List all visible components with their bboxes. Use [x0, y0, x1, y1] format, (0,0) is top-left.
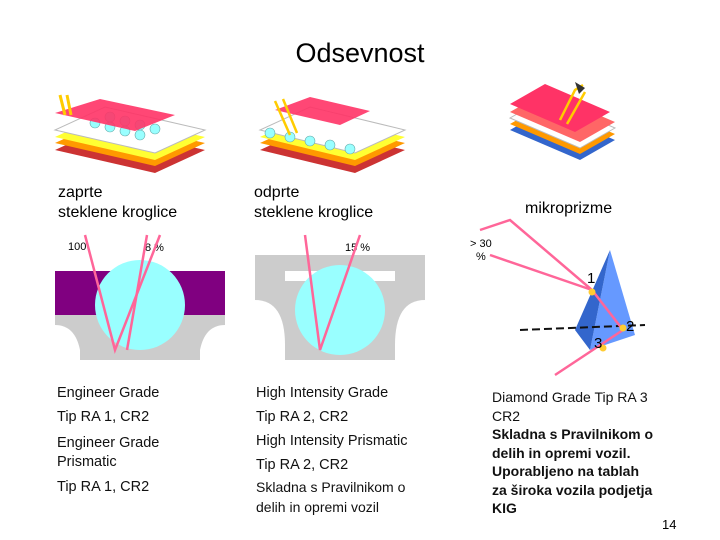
- col1-desc-line1: Engineer Grade: [57, 385, 160, 401]
- col3-desc-line4: delih in opremi vozil.: [492, 444, 631, 461]
- col1-header-line1: zaprte: [58, 184, 103, 201]
- page-number: 14: [662, 517, 677, 532]
- col1-desc-line3: Engineer Grade: [57, 435, 160, 451]
- col2-desc-line3: High Intensity Prismatic: [256, 433, 408, 449]
- col3-desc-line2: CR2: [492, 407, 521, 424]
- col1-desc-line2: Tip RA 1, CR2: [57, 409, 150, 425]
- col2-desc-line2: Tip RA 2, CR2: [256, 409, 349, 425]
- exposed-beads-sheet-illustration: [258, 97, 407, 173]
- col3-desc-line3: Skladna s Pravilnikom o: [492, 426, 654, 442]
- col1-header-line2: steklene kroglice: [58, 204, 178, 221]
- col3-desc-line7: KIG: [492, 500, 517, 516]
- col3-reflect-label-line2: %: [475, 251, 486, 263]
- col2-desc-line4: Tip RA 2, CR2: [256, 457, 349, 473]
- enclosed-beads-sheet-illustration: [53, 94, 207, 173]
- col2-desc-line6: delih in opremi vozil: [256, 499, 379, 515]
- col3-header: mikroprizme: [525, 200, 613, 217]
- col2-reflect-label: 15 %: [345, 242, 371, 254]
- microprism-sheet-illustration: [508, 82, 617, 160]
- microprism-ray-diagram: [479, 218, 646, 377]
- col3-desc-line6: za široka vozila podjetja: [492, 481, 653, 498]
- enclosed-bead-cross-section: [55, 234, 225, 360]
- col1-reflect-label-a-line1: 100: [68, 241, 87, 253]
- col2-header-line1: odprte: [254, 184, 300, 201]
- col3-desc-line1: Diamond Grade Tip RA 3: [492, 389, 648, 405]
- col1-desc-line5: Tip RA 1, CR2: [57, 479, 150, 495]
- exposed-bead-cross-section: [255, 234, 425, 360]
- prism-marker-2: 2: [626, 318, 635, 335]
- col2-header-line2: steklene kroglice: [254, 204, 374, 221]
- col1-desc-line4: Prismatic: [57, 454, 117, 470]
- prism-marker-1: 1: [587, 270, 596, 287]
- col3-reflect-label-line1: > 30: [470, 238, 492, 250]
- col2-desc-line5: Skladna s Pravilnikom o: [256, 479, 406, 495]
- prism-marker-3: 3: [594, 335, 603, 352]
- col3-desc-line5: Uporabljeno na tablah: [492, 463, 640, 479]
- col2-desc-line1: High Intensity Grade: [256, 385, 389, 401]
- slide-title: Odsevnost: [295, 38, 425, 68]
